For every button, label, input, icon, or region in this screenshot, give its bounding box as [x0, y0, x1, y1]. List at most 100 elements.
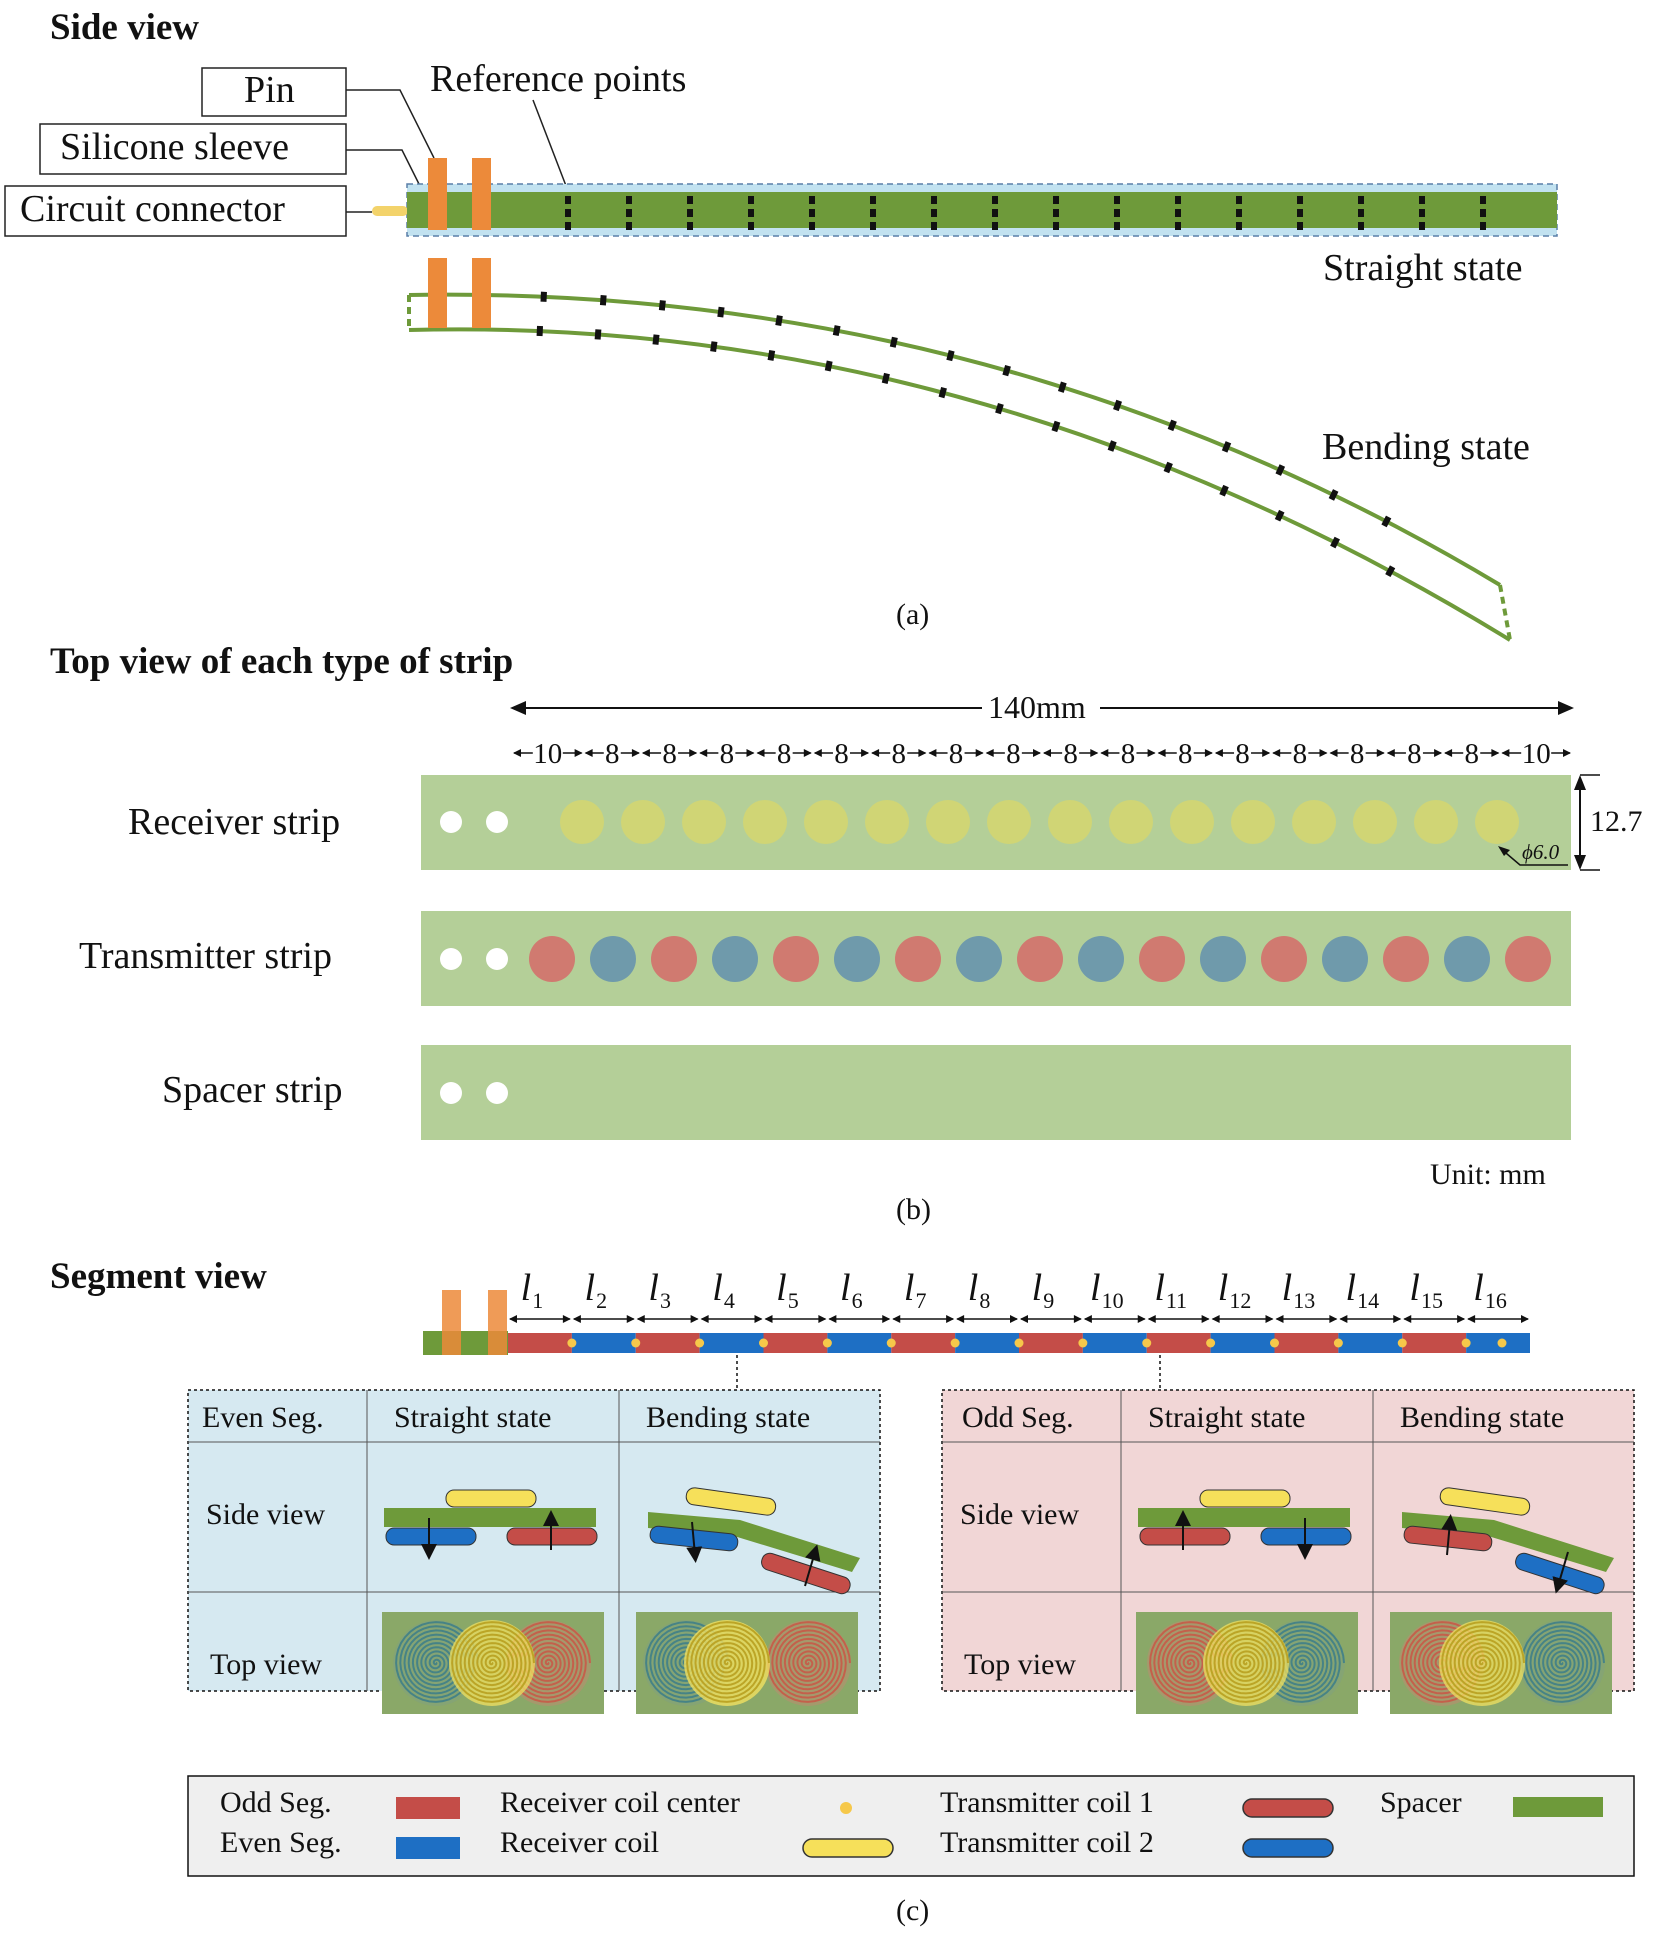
segment-label: l13: [1282, 1267, 1316, 1313]
receiver-coil-center: [1461, 1338, 1471, 1348]
bending-pin-1: [428, 258, 447, 328]
pitch-arrow: [1147, 749, 1156, 757]
transmitter-coil-1: [1383, 936, 1429, 982]
reference-point: [626, 222, 632, 230]
width-arrow-top: [1574, 775, 1586, 790]
segment-label: l14: [1346, 1267, 1380, 1313]
reference-point: [1381, 515, 1392, 528]
odd-segment: [891, 1333, 956, 1353]
segment-dim-arrow: [1329, 1315, 1338, 1323]
segment-dim-arrow: [509, 1315, 517, 1323]
receiver-coil: [621, 800, 665, 844]
segment-dim-arrow: [828, 1315, 837, 1323]
reference-point: [658, 300, 666, 311]
segment-dim-arrow: [1083, 1315, 1092, 1323]
reference-point: [1358, 209, 1364, 217]
pitch-label-bg: [532, 740, 563, 766]
receiver-coil-center: [1142, 1338, 1152, 1348]
segment-pin-2: [488, 1290, 507, 1355]
segment-dim-arrow: [764, 1315, 773, 1323]
segment-dim-arrow: [1010, 1315, 1018, 1323]
segment-subscript: 6: [852, 1288, 863, 1313]
segment-dim-arrow: [946, 1315, 955, 1323]
transmitter-coil-2: [1322, 936, 1368, 982]
receiver-coil: [987, 800, 1031, 844]
even-segment: [955, 1333, 1019, 1353]
transmitter-coil-2-spiral: [1261, 1621, 1345, 1703]
pin-2: [472, 158, 491, 230]
reference-point: [1480, 196, 1486, 204]
segment-subscript: 11: [1166, 1288, 1187, 1313]
pitch-arrow: [1090, 749, 1099, 757]
connector-label: Circuit connector: [20, 188, 285, 230]
even-header-straight: Straight state: [394, 1401, 552, 1434]
segment-label: l11: [1154, 1267, 1187, 1313]
odd-row-top: Top view: [964, 1648, 1077, 1681]
pin-label: Pin: [244, 69, 295, 111]
reference-point: [1419, 196, 1425, 204]
width-arrow-bottom: [1574, 855, 1586, 870]
transmitter-coil-2: [1444, 936, 1490, 982]
pitch-label-bg: [718, 740, 736, 766]
pin-hole: [486, 948, 508, 970]
receiver-coil-center: [1497, 1338, 1507, 1348]
segment-dim-arrow: [1211, 1315, 1220, 1323]
reference-point: [1113, 399, 1123, 412]
transmitter-coil-1: [895, 936, 941, 982]
pitch-label: 8: [1350, 738, 1365, 770]
pitch-arrow: [1204, 749, 1213, 757]
reference-point: [992, 209, 998, 217]
reference-point: [687, 209, 693, 217]
even-header-bending: Bending state: [646, 1401, 811, 1434]
pitch-arrow: [513, 749, 521, 757]
receiver-coil-center: [1014, 1338, 1024, 1348]
segment-dim-arrow: [1265, 1315, 1274, 1323]
reference-point: [809, 196, 815, 204]
pitch-label: 8: [1293, 738, 1308, 770]
even-straight-side-view: [384, 1489, 598, 1560]
reference-point: [565, 196, 571, 204]
reference-point: [1051, 420, 1061, 433]
reference-point: [1167, 419, 1177, 432]
transmitter-coil-2: [590, 936, 636, 982]
reference-point: [1057, 381, 1067, 393]
reference-point: [870, 222, 876, 230]
segment-subscript: 14: [1357, 1288, 1379, 1313]
receiver-coil: [1231, 800, 1275, 844]
bending-pin-2: [472, 258, 491, 328]
segment-dim-arrow: [956, 1315, 965, 1323]
reference-point: [938, 386, 947, 399]
reference-point: [687, 222, 693, 230]
transmitter-coil-2: [956, 936, 1002, 982]
segment-dim-arrow: [1147, 1315, 1156, 1323]
pin-1: [428, 158, 447, 230]
coil-spirals: [393, 1620, 1605, 1706]
odd-segment: [1274, 1333, 1339, 1353]
segment-dim-arrow: [1201, 1315, 1210, 1323]
panel-b-heading: Top view of each type of strip: [50, 641, 514, 682]
pitch-label: 8: [1063, 738, 1078, 770]
total-length-label-bg: [982, 692, 1100, 726]
segment-dim-arrow: [562, 1315, 571, 1323]
reference-point: [1419, 209, 1425, 217]
pin-holes: [440, 811, 508, 1104]
transmitter-coil-1: [1139, 936, 1185, 982]
pitch-arrow: [813, 749, 822, 757]
pin-leader-line: [346, 89, 435, 159]
reference-point: [1219, 484, 1229, 497]
reference-point: [1297, 196, 1303, 204]
segment-label: l10: [1090, 1267, 1124, 1313]
pitch-arrow: [871, 749, 880, 757]
pitch-label: 8: [1407, 738, 1422, 770]
reference-point: [881, 372, 890, 384]
segment-subscript: 2: [596, 1288, 607, 1313]
reference-point: [1114, 209, 1120, 217]
pitch-arrow: [631, 749, 640, 757]
reference-point: [767, 349, 776, 361]
segment-subscript: 7: [915, 1288, 926, 1313]
receiver-coil-spiral: [686, 1621, 770, 1703]
segment-label: l15: [1409, 1267, 1443, 1313]
panel-a-heading: Side view: [50, 7, 200, 48]
reference-point: [565, 209, 571, 217]
